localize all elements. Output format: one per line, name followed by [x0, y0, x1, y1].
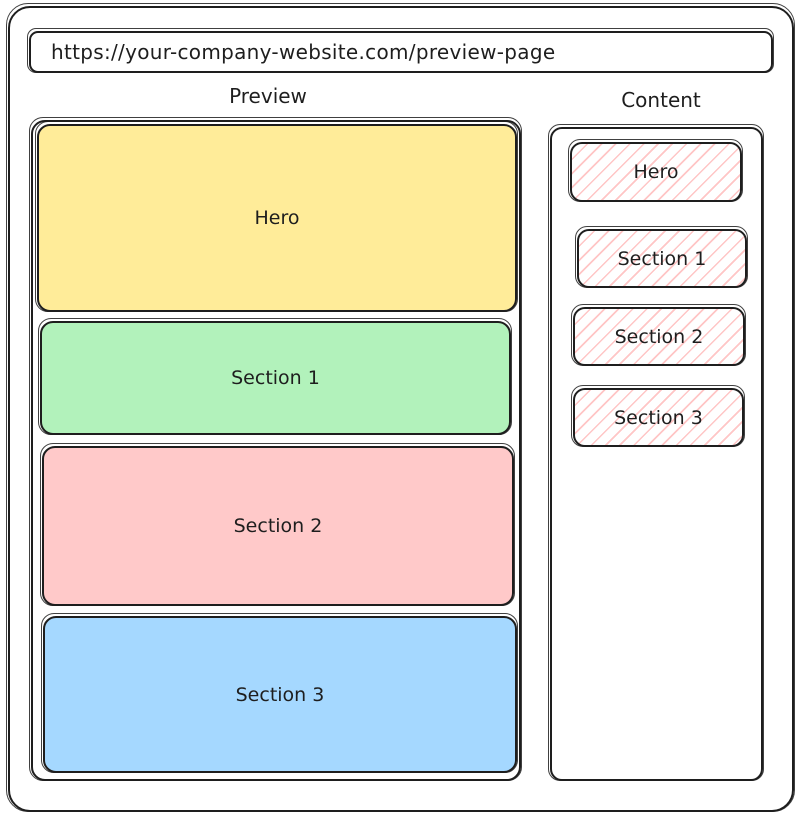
content-item-label: Section 2: [614, 325, 704, 348]
content-title: Content: [621, 88, 701, 112]
preview-block-label: Section 3: [235, 683, 325, 706]
preview-block-hero: Hero: [35, 121, 518, 312]
content-item-label: Section 1: [617, 247, 707, 270]
preview-block-section-1: Section 1: [38, 318, 512, 435]
content-item-hero[interactable]: Hero: [568, 139, 743, 202]
preview-block-label: Section 2: [233, 515, 323, 537]
content-item-label: Section 3: [614, 406, 703, 429]
url-bar[interactable]: https://your-company-website.com/preview…: [27, 28, 774, 73]
preview-block-section-3: Section 3: [41, 613, 518, 773]
content-item-label: Hero: [633, 161, 679, 183]
url-text: https://your-company-website.com/preview…: [51, 40, 556, 64]
preview-block-section-2: Section 2: [40, 443, 515, 606]
content-item-section-1[interactable]: Section 1: [575, 226, 748, 288]
content-panel: [548, 124, 764, 781]
preview-block-label: Section 1: [231, 367, 320, 389]
content-item-section-2[interactable]: Section 2: [571, 304, 746, 366]
content-item-section-3[interactable]: Section 3: [571, 385, 745, 447]
preview-block-label: Hero: [254, 207, 300, 229]
preview-title: Preview: [229, 84, 307, 108]
